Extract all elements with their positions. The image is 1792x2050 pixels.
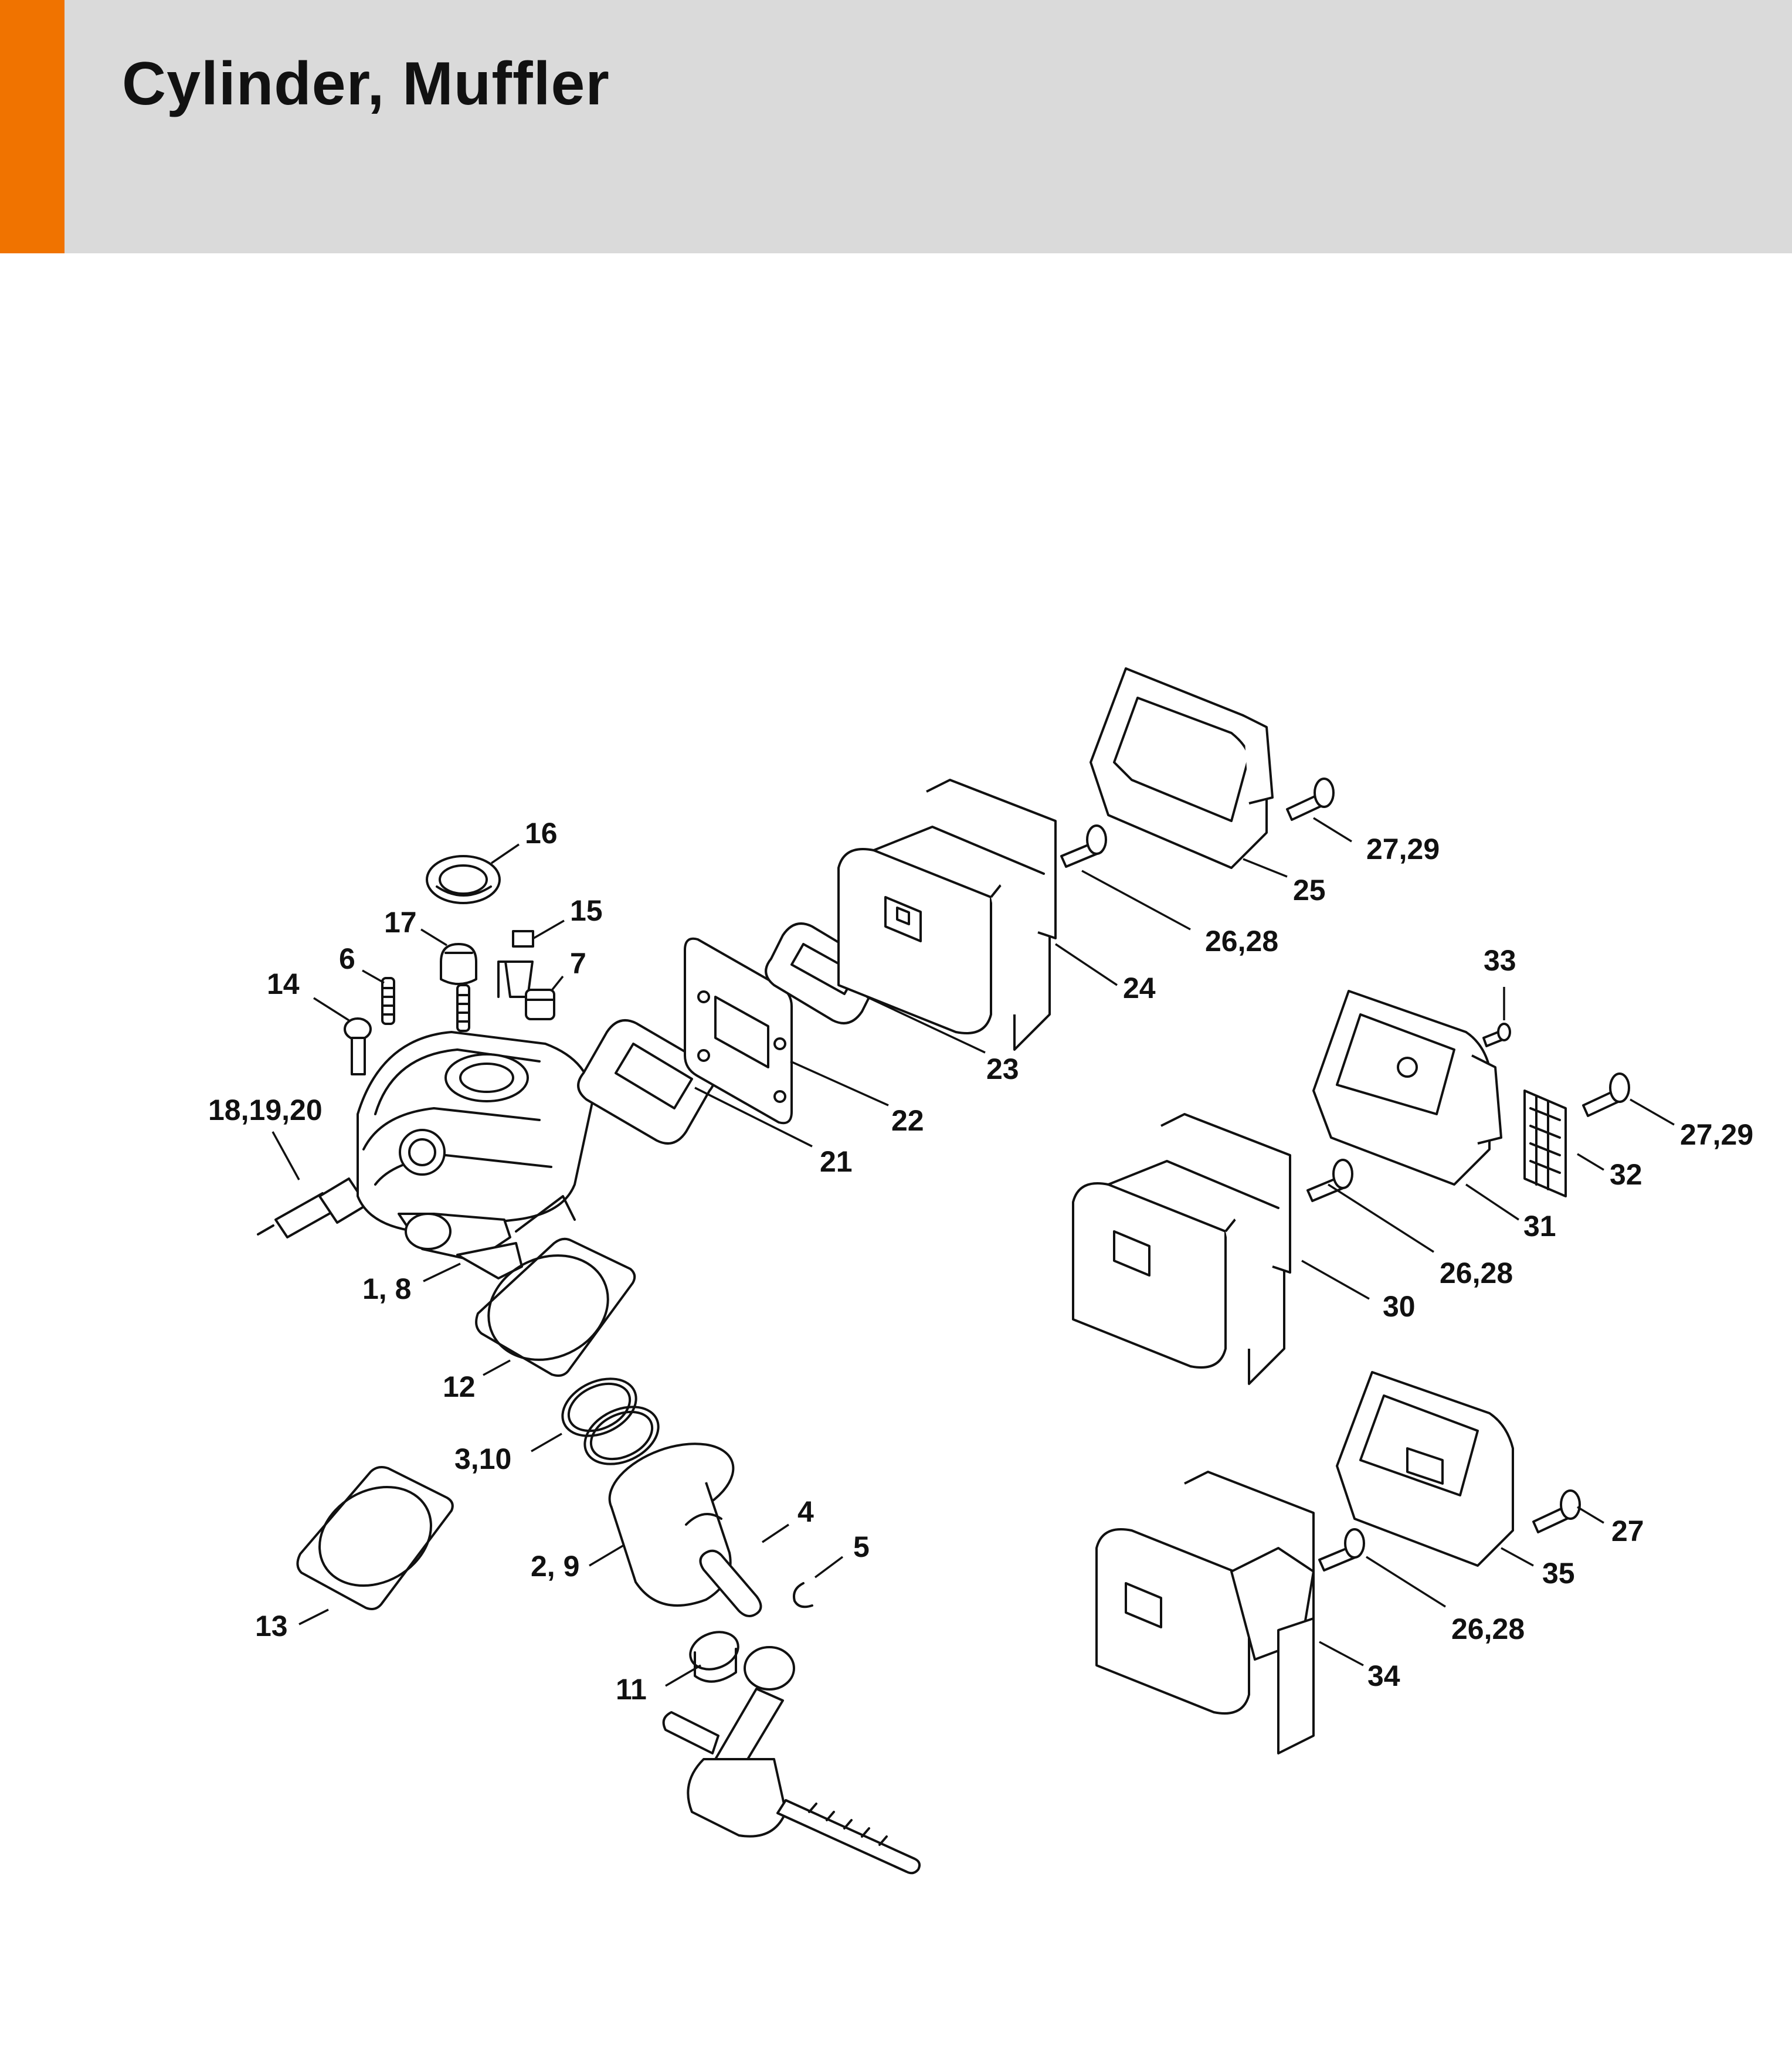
callout-34: 34: [1367, 1659, 1400, 1692]
part-22-baffle-plate: [684, 937, 793, 1125]
part-30-muffler-body: [1072, 1113, 1291, 1385]
part-4-piston-pin: [699, 1549, 762, 1617]
part-12-gasket: [475, 1237, 636, 1377]
part-6-stud: [381, 977, 395, 1025]
callout-30: 30: [1383, 1290, 1416, 1323]
part-13-base-gasket: [296, 1466, 454, 1610]
callout-22: 22: [891, 1104, 924, 1137]
callout-23: 23: [986, 1053, 1019, 1085]
callout-16: 16: [525, 817, 558, 850]
callout-26-28-b: 26,28: [1440, 1257, 1513, 1289]
part-18-spark-plug: [257, 1177, 368, 1238]
part-31-cover: [1312, 990, 1502, 1186]
part-5-circlip: [793, 1582, 813, 1608]
callout-12: 12: [443, 1370, 476, 1403]
callout-5: 5: [853, 1530, 870, 1563]
header-band: Cylinder, Muffler: [0, 0, 1792, 253]
callout-26-28-c: 26,28: [1451, 1613, 1525, 1645]
page-title: Cylinder, Muffler: [122, 50, 610, 118]
callout-21: 21: [820, 1145, 853, 1178]
accent-bar: [0, 0, 65, 253]
callout-18-19-20: 18,19,20: [208, 1094, 323, 1126]
part-27-screw-b: [1582, 1072, 1630, 1117]
part-7-plug: [525, 989, 555, 1020]
part-crankshaft: [662, 1646, 921, 1875]
part-33-screw: [1482, 1023, 1511, 1047]
callout-4: 4: [797, 1495, 814, 1528]
callout-31: 31: [1523, 1210, 1556, 1243]
callout-35: 35: [1542, 1557, 1575, 1590]
part-25-muffler-cover: [1090, 667, 1274, 869]
callout-27-c: 27: [1611, 1515, 1644, 1547]
part-3-piston-rings: [561, 1377, 660, 1465]
part-27-screw-c: [1532, 1489, 1581, 1533]
part-35-cover: [1336, 1371, 1514, 1567]
part-32-spark-screen: [1523, 1090, 1567, 1197]
part-26-screw-a: [1060, 824, 1107, 868]
callout-24: 24: [1123, 972, 1156, 1004]
callout-33: 33: [1484, 944, 1516, 977]
part-26-screw-b: [1306, 1159, 1353, 1202]
part-stud-2: [456, 984, 470, 1032]
part-27-screw-a: [1286, 778, 1335, 821]
callout-2-9: 2, 9: [531, 1550, 579, 1583]
part-24-muffler-body: [837, 779, 1057, 1051]
callout-27-29-a: 27,29: [1366, 833, 1440, 866]
part-34-muffler: [1095, 1471, 1315, 1754]
leader-lines: [271, 817, 1675, 1687]
callout-27-29-b: 27,29: [1680, 1118, 1753, 1151]
callout-17: 17: [384, 906, 417, 939]
callout-15: 15: [570, 894, 603, 927]
part-15-valve: [497, 930, 534, 998]
callout-26-28-a: 26,28: [1205, 925, 1278, 958]
part-16-cover: [426, 855, 501, 904]
callout-25: 25: [1293, 874, 1326, 907]
part-21-gasket: [577, 1019, 716, 1145]
callout-labels: 16 17 15 6 7 14 18,19,20 1, 8 12 3,10 2,…: [208, 817, 1753, 1706]
callout-7: 7: [570, 947, 586, 980]
callout-6: 6: [339, 942, 355, 975]
callout-13: 13: [255, 1610, 288, 1642]
part-11-needle-cage: [689, 1631, 739, 1683]
callout-14: 14: [267, 968, 300, 1000]
part-2-piston: [608, 1443, 735, 1607]
callout-32: 32: [1610, 1158, 1642, 1191]
callout-3-10: 3,10: [454, 1443, 511, 1475]
callout-11: 11: [616, 1673, 647, 1706]
part-26-screw-c: [1318, 1528, 1365, 1572]
part-14-screw: [344, 1017, 372, 1075]
part-17-cap: [440, 943, 477, 985]
callout-1-8: 1, 8: [362, 1272, 411, 1305]
